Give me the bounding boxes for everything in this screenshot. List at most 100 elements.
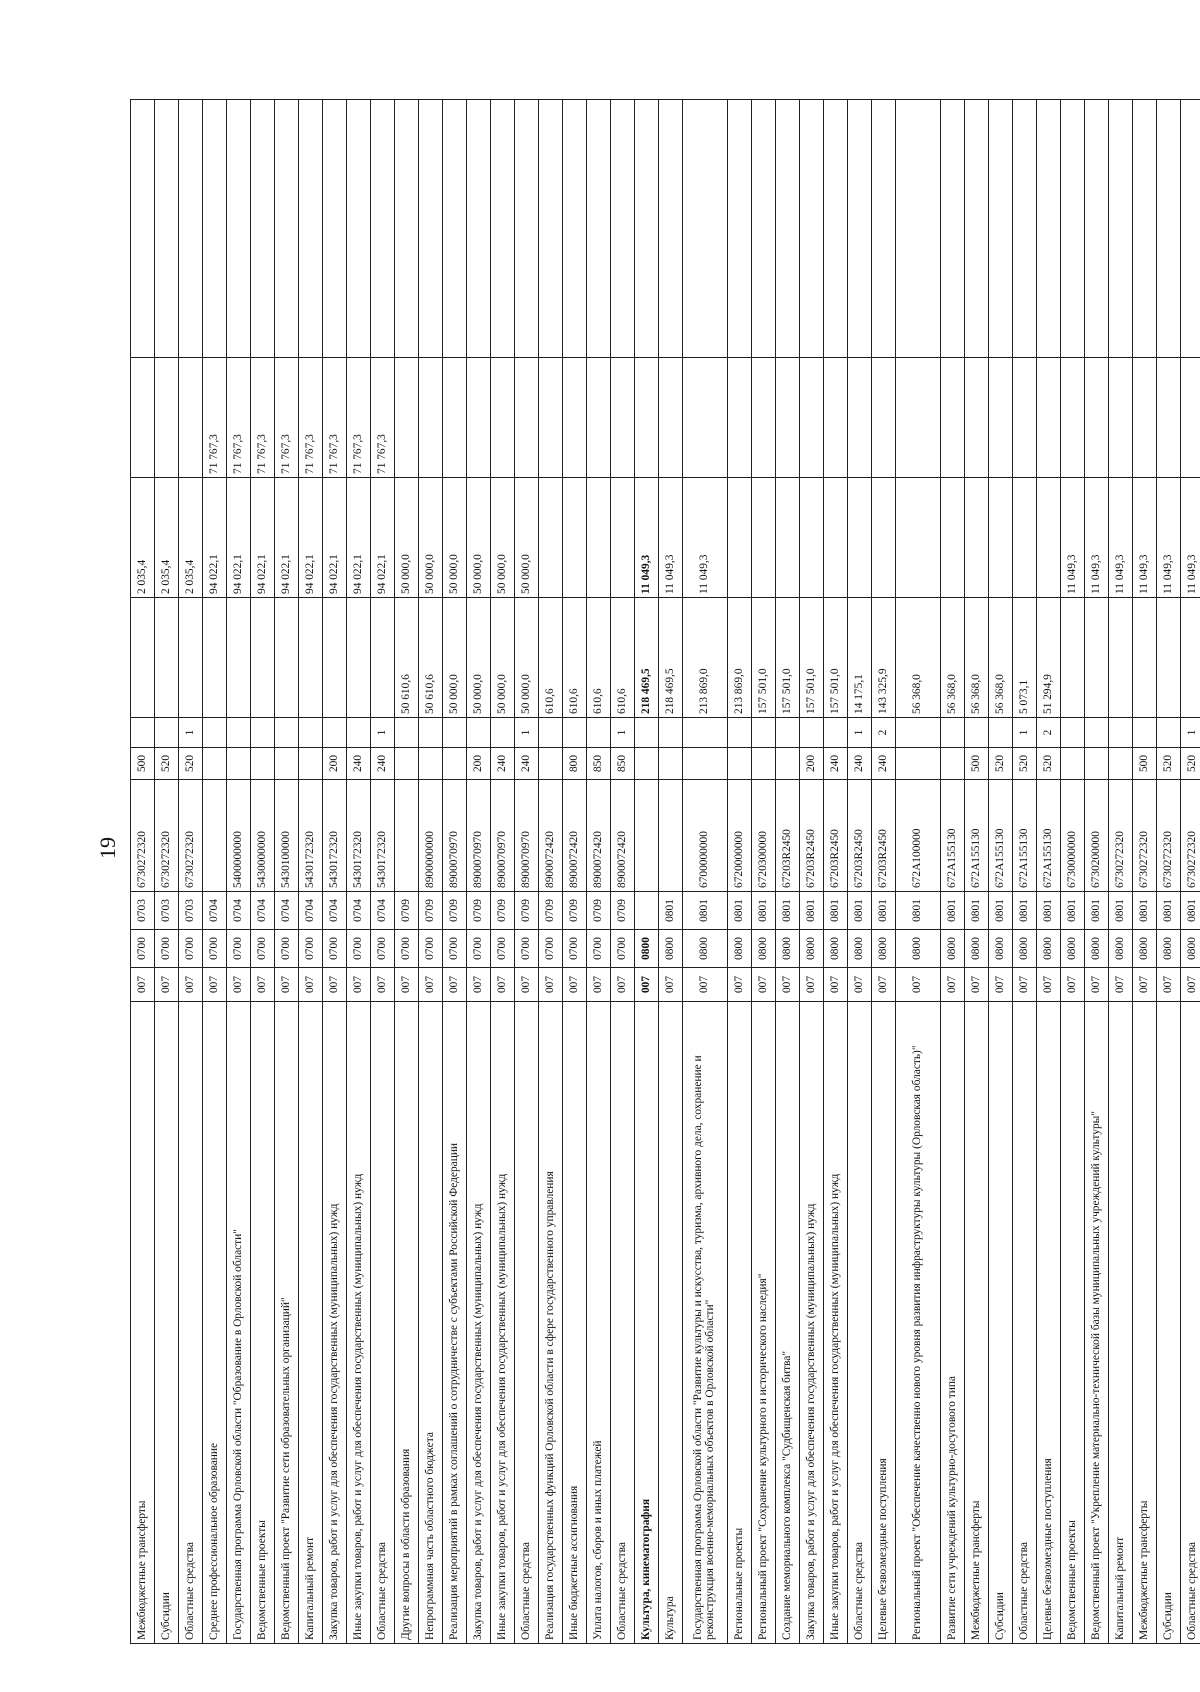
subsection-code: 0801 bbox=[1180, 891, 1200, 930]
subsection-code: 0703 bbox=[178, 891, 203, 930]
amount-col-3 bbox=[490, 357, 515, 478]
subsection-code: 0801 bbox=[823, 891, 848, 930]
admin-code: 007 bbox=[466, 967, 491, 1002]
amount-col-3 bbox=[871, 357, 896, 478]
subsection-code: 0801 bbox=[658, 891, 683, 930]
table-row: Закупка товаров, работ и услуг для обесп… bbox=[322, 99, 347, 1644]
amount-col-1 bbox=[346, 597, 371, 718]
expense-type-code: 240 bbox=[370, 747, 395, 780]
line-item-name: Другие вопросы в области образования bbox=[394, 1001, 419, 1644]
amount-col-1 bbox=[250, 597, 275, 718]
amount-col-1: 14 175,1 bbox=[847, 597, 872, 718]
line-item-name: Региональные проекты bbox=[727, 1001, 752, 1644]
line-item-name: Областные средства bbox=[178, 1001, 203, 1644]
line-item-name: Создание мемориального комплекса "Судбищ… bbox=[775, 1001, 800, 1644]
expense-type-code bbox=[682, 747, 728, 780]
amount-col-3 bbox=[394, 357, 419, 478]
admin-code: 007 bbox=[871, 967, 896, 1002]
amount-col-2: 11 049,3 bbox=[1132, 477, 1157, 598]
funding-source-code bbox=[130, 717, 155, 748]
amount-col-2 bbox=[988, 477, 1013, 598]
target-article-code: 67203R2450 bbox=[823, 779, 848, 892]
amount-col-2: 11 049,3 bbox=[1060, 477, 1085, 598]
funding-source-code bbox=[1132, 717, 1157, 748]
admin-code: 007 bbox=[658, 967, 683, 1002]
line-item-name: Ведомственный проект "Укрепление материа… bbox=[1084, 1001, 1109, 1644]
amount-col-1: 610,6 bbox=[610, 597, 635, 718]
line-item-name: Культура bbox=[658, 1001, 683, 1644]
expense-type-code bbox=[538, 747, 563, 780]
section-code: 0700 bbox=[130, 929, 155, 968]
amount-col-4 bbox=[658, 99, 683, 358]
amount-col-1 bbox=[226, 597, 251, 718]
amount-col-3: 71 767,3 bbox=[370, 357, 395, 478]
target-article-code: 8900072420 bbox=[562, 779, 587, 892]
admin-code: 007 bbox=[988, 967, 1013, 1002]
amount-col-3 bbox=[799, 357, 824, 478]
amount-col-2: 50 000,0 bbox=[418, 477, 443, 598]
amount-col-2 bbox=[823, 477, 848, 598]
amount-col-2 bbox=[895, 477, 941, 598]
amount-col-3 bbox=[1180, 357, 1200, 478]
section-code: 0800 bbox=[1060, 929, 1085, 968]
subsection-code: 0709 bbox=[514, 891, 539, 930]
target-article-code: 6730272320 bbox=[154, 779, 179, 892]
target-article-code: 8900070970 bbox=[442, 779, 467, 892]
section-code: 0700 bbox=[298, 929, 323, 968]
section-code: 0700 bbox=[490, 929, 515, 968]
target-article-code: 672A155130 bbox=[964, 779, 989, 892]
subsection-code: 0709 bbox=[538, 891, 563, 930]
table-row: Ведомственный проект "Укрепление материа… bbox=[1084, 99, 1109, 1644]
funding-source-code: 1 bbox=[610, 717, 635, 748]
line-item-name: Среднее профессиональное образование bbox=[202, 1001, 227, 1644]
target-article-code: 8900072420 bbox=[586, 779, 611, 892]
line-item-name: Ведомственный проект "Развитие сети обра… bbox=[274, 1001, 299, 1644]
amount-col-2: 94 022,1 bbox=[346, 477, 371, 598]
amount-col-3: 71 767,3 bbox=[274, 357, 299, 478]
subsection-code: 0801 bbox=[799, 891, 824, 930]
admin-code: 007 bbox=[1084, 967, 1109, 1002]
admin-code: 007 bbox=[940, 967, 965, 1002]
amount-col-1 bbox=[298, 597, 323, 718]
expense-type-code: 240 bbox=[823, 747, 848, 780]
subsection-code: 0704 bbox=[346, 891, 371, 930]
funding-source-code bbox=[895, 717, 941, 748]
amount-col-3 bbox=[586, 357, 611, 478]
line-item-name: Областные средства bbox=[514, 1001, 539, 1644]
expense-type-code bbox=[226, 747, 251, 780]
amount-col-4 bbox=[1036, 99, 1061, 358]
line-item-name: Уплата налогов, сборов и иных платежей bbox=[586, 1001, 611, 1644]
table-row: Иные закупки товаров, работ и услуг для … bbox=[490, 99, 515, 1644]
line-item-name: Областные средства bbox=[1012, 1001, 1037, 1644]
section-code: 0800 bbox=[775, 929, 800, 968]
expense-type-code bbox=[250, 747, 275, 780]
admin-code: 007 bbox=[394, 967, 419, 1002]
amount-col-4 bbox=[1084, 99, 1109, 358]
admin-code: 007 bbox=[202, 967, 227, 1002]
amount-col-4 bbox=[871, 99, 896, 358]
funding-source-code bbox=[418, 717, 443, 748]
section-code: 0800 bbox=[895, 929, 941, 968]
amount-col-4 bbox=[250, 99, 275, 358]
expense-type-code: 200 bbox=[466, 747, 491, 780]
amount-col-1: 56 368,0 bbox=[895, 597, 941, 718]
funding-source-code: 1 bbox=[178, 717, 203, 748]
section-code: 0700 bbox=[394, 929, 419, 968]
funding-source-code bbox=[1060, 717, 1085, 748]
section-code: 0700 bbox=[418, 929, 443, 968]
amount-col-2: 11 049,3 bbox=[1108, 477, 1133, 598]
section-code: 0700 bbox=[442, 929, 467, 968]
expense-type-code: 200 bbox=[322, 747, 347, 780]
admin-code: 007 bbox=[799, 967, 824, 1002]
admin-code: 007 bbox=[442, 967, 467, 1002]
amount-col-1 bbox=[202, 597, 227, 718]
amount-col-2: 94 022,1 bbox=[202, 477, 227, 598]
amount-col-4 bbox=[940, 99, 965, 358]
amount-col-1 bbox=[322, 597, 347, 718]
subsection-code: 0704 bbox=[370, 891, 395, 930]
amount-col-2: 11 049,3 bbox=[658, 477, 683, 598]
amount-col-4 bbox=[178, 99, 203, 358]
target-article-code: 8900072420 bbox=[538, 779, 563, 892]
